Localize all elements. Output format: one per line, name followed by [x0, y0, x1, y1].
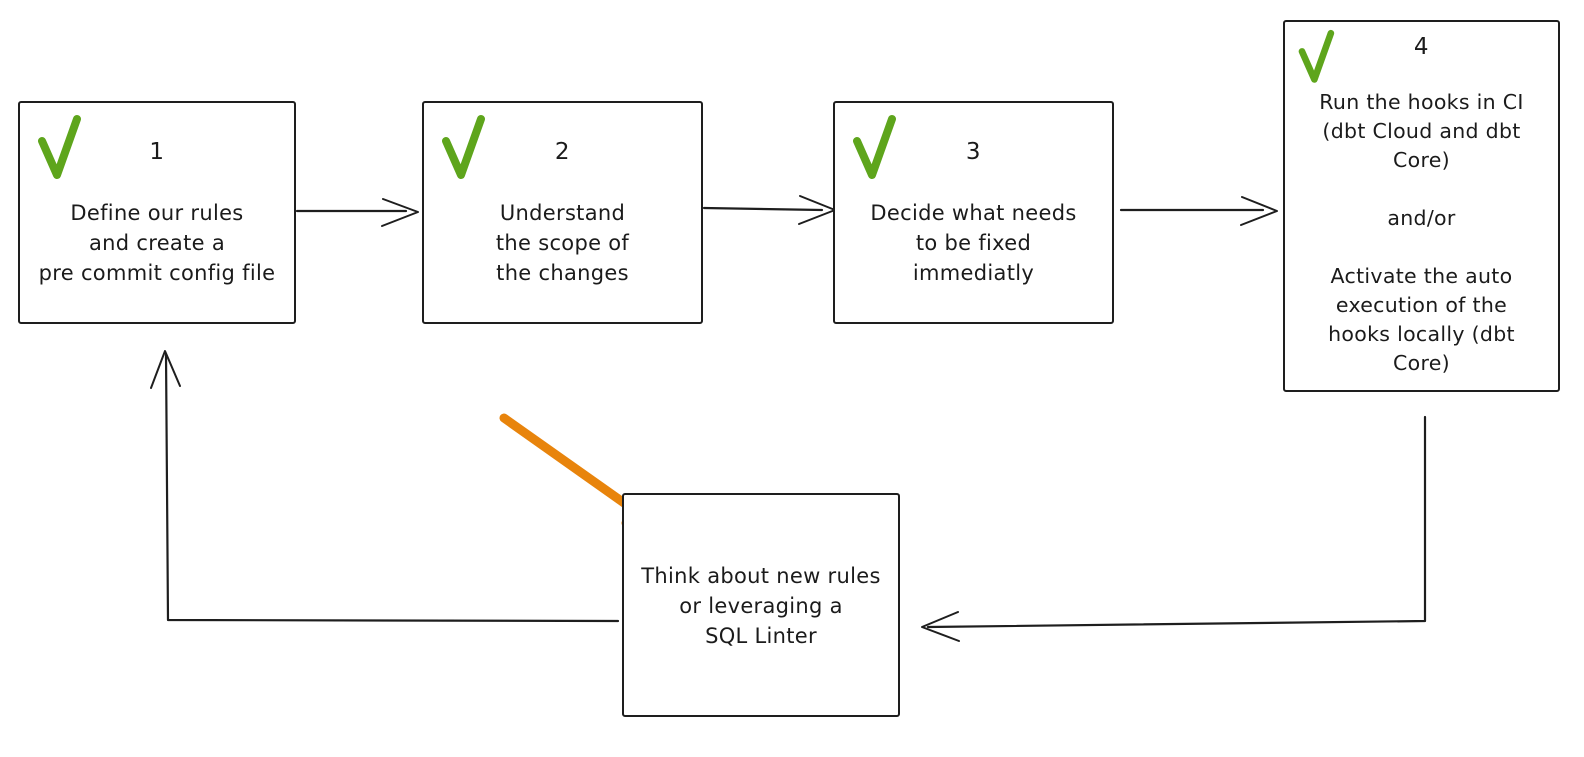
arrow-loop-to-step1 [150, 350, 620, 623]
arrow-step4-to-loop [921, 415, 1427, 642]
step-text: Understand the scope of the changes [495, 201, 630, 285]
step-text: Decide what needs to be fixed immediatly [870, 201, 1077, 285]
arrow-step1-to-step2 [295, 198, 419, 227]
check-icon [38, 115, 81, 179]
loop-box: Think about new rules or leveraging a SQ… [622, 493, 900, 717]
arrow-step3-to-step4 [1119, 196, 1278, 226]
step-number: 3 [965, 139, 982, 165]
step-3-box: 3 Decide what needs to be fixed immediat… [833, 101, 1114, 324]
arrow-step2-to-step3 [702, 195, 836, 225]
step-number: 2 [554, 139, 571, 165]
step-4-box: 4 Run the hooks in CI (dbt Cloud and dbt… [1283, 20, 1560, 392]
check-icon [853, 115, 896, 179]
step-text: Define our rules and create a pre commit… [38, 201, 276, 285]
step-text: Run the hooks in CI (dbt Cloud and dbt C… [1319, 90, 1524, 375]
step-number: 1 [149, 139, 165, 165]
check-icon [442, 115, 485, 179]
check-icon [1298, 29, 1335, 83]
step-number: 4 [1413, 34, 1430, 60]
loop-text: Think about new rules or leveraging a SQ… [641, 564, 881, 648]
step-1-box: 1 Define our rules and create a pre comm… [18, 101, 296, 324]
step-2-box: 2 Understand the scope of the changes [422, 101, 703, 324]
